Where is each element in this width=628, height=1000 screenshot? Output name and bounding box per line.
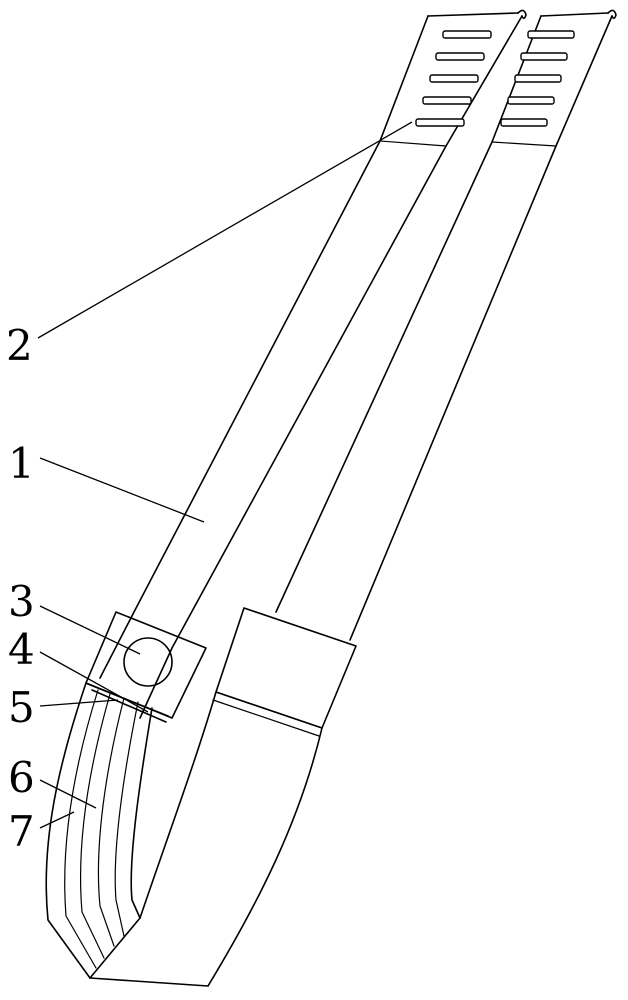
button-block [85, 611, 207, 719]
leader-3 [39, 605, 141, 655]
round-button [123, 637, 173, 687]
right-sleeve [212, 607, 357, 737]
slot [442, 30, 492, 39]
label-4: 4 [8, 625, 35, 674]
slot [422, 96, 472, 105]
label-6: 6 [8, 753, 35, 802]
leader-7 [39, 811, 75, 829]
leader-4 [39, 651, 149, 713]
leader-2 [37, 121, 413, 339]
slot [520, 52, 568, 61]
jaw [45, 682, 323, 987]
leader-1 [39, 457, 205, 523]
leader-5 [39, 699, 119, 707]
slot [527, 30, 575, 39]
leader-6 [39, 779, 97, 809]
reference-numerals: 2 1 3 4 5 6 7 [6, 321, 35, 856]
leader-lines [37, 121, 413, 829]
slot [500, 118, 548, 127]
slot [435, 52, 485, 61]
slot [415, 118, 465, 127]
slots-left [415, 30, 492, 127]
label-1: 1 [8, 439, 35, 488]
slot [429, 74, 479, 83]
label-7: 7 [8, 807, 35, 856]
label-3: 3 [8, 577, 35, 626]
left-arm [99, 9, 527, 719]
right-arm [275, 9, 617, 641]
label-5: 5 [8, 683, 35, 732]
label-2: 2 [6, 321, 33, 370]
slot [507, 96, 555, 105]
slot [514, 74, 562, 83]
slots-right [500, 30, 575, 127]
